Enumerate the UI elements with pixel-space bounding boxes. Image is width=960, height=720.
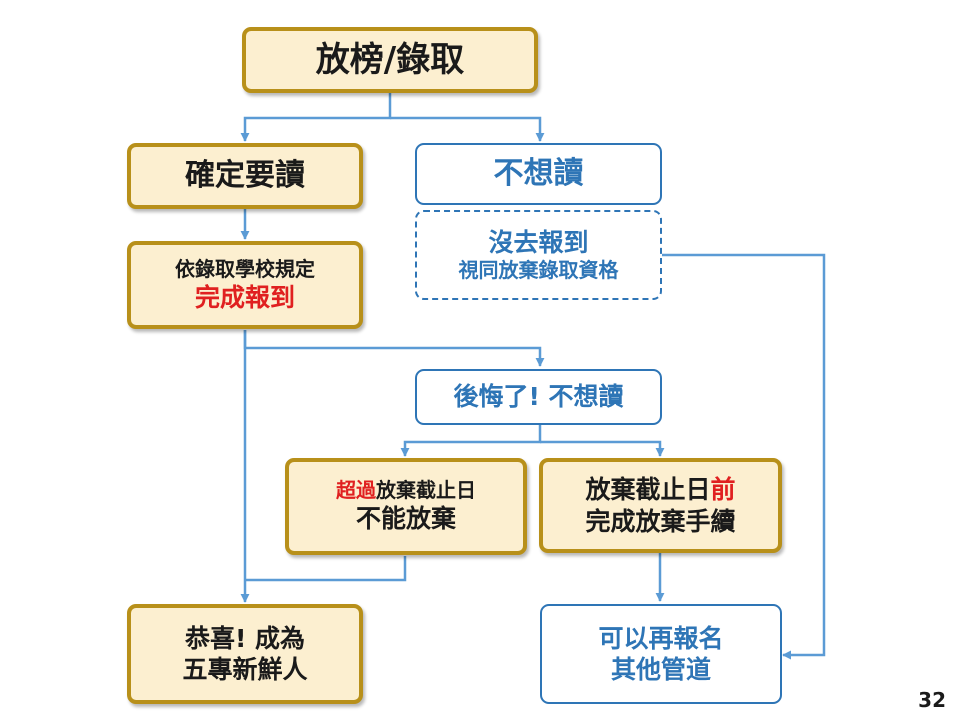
complete-report-box: 依錄取學校規定 完成報到 [127, 241, 363, 329]
arrow-regret-to-before-deadline [540, 440, 665, 457]
no-report-subtitle: 視同放棄錄取資格 [458, 258, 619, 283]
past-deadline-exceed-word: 超過 [336, 478, 376, 503]
past-deadline-line2: 不能放棄 [355, 504, 456, 534]
complete-report-line2: 完成報到 [194, 282, 295, 312]
arrow-admission-to-confirm [240, 92, 392, 142]
confirm-label: 確定要讀 [185, 158, 305, 194]
congrats-box: 恭喜! 成為 五專新鮮人 [127, 604, 363, 704]
before-deadline-line2: 完成放棄手續 [585, 506, 736, 536]
past-deadline-line1: 超過放棄截止日 [336, 478, 476, 503]
congrats-line1: 恭喜! 成為 [184, 623, 306, 653]
other-channels-line2: 其他管道 [610, 655, 711, 684]
complete-report-line1: 依錄取學校規定 [175, 256, 315, 281]
arrow-admission-to-not-want [390, 116, 545, 142]
not-want-box: 不想讀 [415, 143, 662, 205]
before-deadline-before-word: 前 [710, 475, 736, 505]
no-report-box: 沒去報到 視同放棄錄取資格 [415, 210, 662, 300]
other-channels-box: 可以再報名 其他管道 [540, 604, 782, 704]
arrow-no-report-to-other-channels [660, 253, 826, 660]
before-deadline-line1-pre: 放棄截止日 [585, 475, 711, 505]
arrow-complete-report-to-regret [243, 330, 545, 367]
past-deadline-line1-rest: 放棄截止日 [376, 478, 476, 503]
confirm-box: 確定要讀 [127, 143, 363, 209]
other-channels-line1: 可以再報名 [598, 623, 724, 653]
no-report-title: 沒去報到 [488, 227, 589, 257]
arrow-regret-to-past-deadline [400, 424, 542, 457]
before-deadline-line1: 放棄截止日前 [585, 474, 735, 505]
past-deadline-box: 超過放棄截止日 不能放棄 [285, 458, 527, 555]
not-want-label: 不想讀 [493, 156, 584, 192]
admission-box: 放榜/錄取 [242, 27, 538, 93]
arrow-past-deadline-to-congrats [245, 556, 407, 582]
congrats-line2: 五專新鮮人 [182, 655, 308, 684]
before-deadline-box: 放棄截止日前 完成放棄手續 [539, 458, 782, 553]
regret-box: 後悔了! 不想讀 [415, 369, 662, 425]
regret-label: 後悔了! 不想讀 [453, 382, 624, 412]
page-number: 32 [918, 688, 946, 712]
admission-label: 放榜/錄取 [315, 39, 465, 80]
